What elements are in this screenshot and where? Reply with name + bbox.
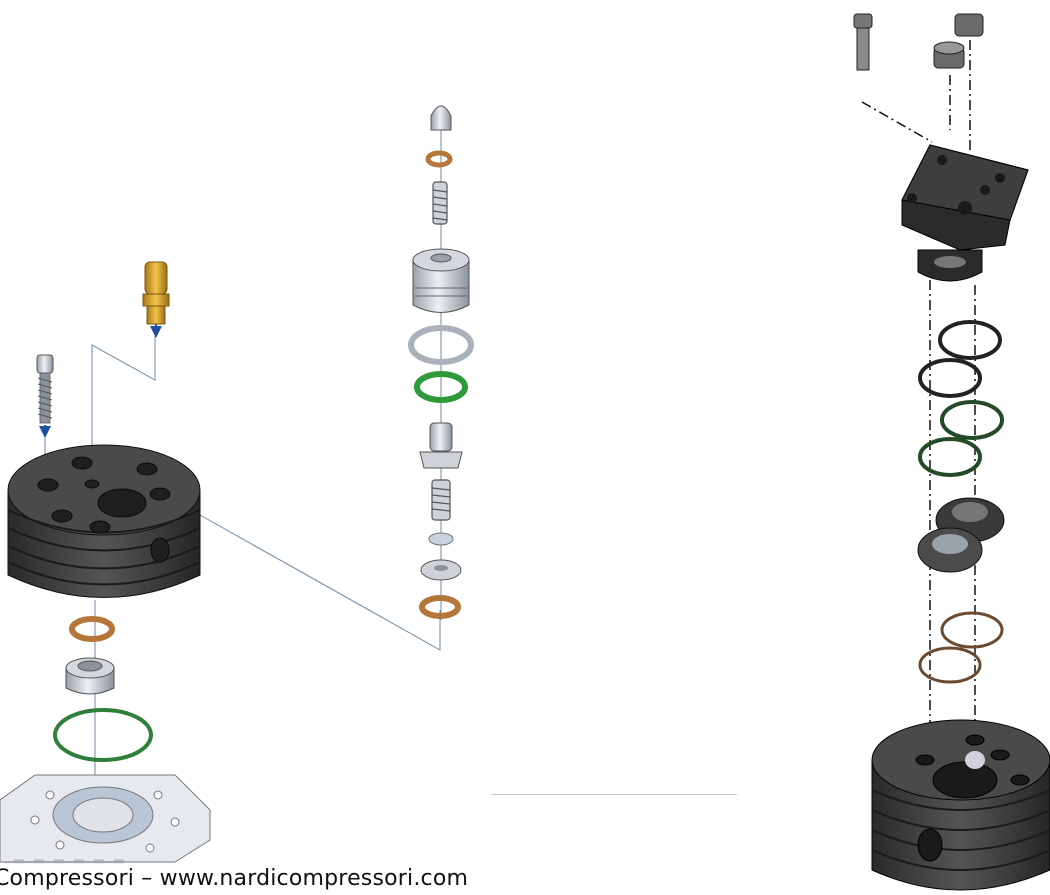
- flange-base: [0, 774, 211, 863]
- copper-washer: [69, 616, 115, 642]
- left-head-assembly: [0, 261, 441, 863]
- cylinder-head: [7, 444, 201, 598]
- valve-plug: [65, 657, 115, 695]
- center-valve-assembly: [408, 105, 474, 620]
- green-o-ring-small: [414, 371, 468, 403]
- spring-lower: [431, 479, 451, 521]
- ghost-text: ▁▂▁▂▁▂▁▂▁▂▁▂: [4, 848, 124, 863]
- copper-o-rings: [918, 611, 1004, 684]
- brass-fitting: [142, 261, 170, 338]
- acorn-nut: [430, 105, 452, 131]
- right-head-assembly: [853, 13, 1050, 891]
- footer-credit: Compressori – www.nardicompressori.com: [0, 866, 469, 891]
- valve-poppet: [419, 422, 463, 469]
- silver-washer: [408, 325, 474, 365]
- reed-valves: [917, 497, 1005, 573]
- green-o-ring-large: [53, 708, 153, 762]
- seat-washer: [420, 559, 462, 581]
- valve-body-nut: [412, 248, 470, 313]
- plug-top: [933, 13, 984, 69]
- cap-screw-top: [853, 13, 873, 71]
- o-rings-right: [918, 320, 1004, 477]
- divider-line: [491, 794, 737, 795]
- valve-plate-block: [901, 144, 1029, 282]
- dash-dot-axis-lines: [861, 40, 976, 730]
- cylinder-head-right: [871, 719, 1050, 891]
- copper-washer-top: [425, 150, 453, 168]
- spring-top: [432, 181, 448, 225]
- cap-screw: [36, 354, 54, 438]
- copper-washer-bottom: [419, 595, 461, 619]
- disc-small: [428, 532, 454, 546]
